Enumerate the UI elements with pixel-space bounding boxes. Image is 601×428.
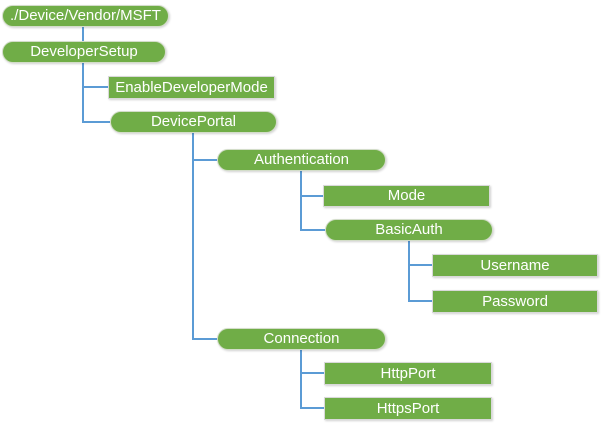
node-basicauth: BasicAuth <box>325 219 493 241</box>
node-authentication: Authentication <box>217 149 386 171</box>
connector-branch-httpsport <box>300 407 325 409</box>
node-connection: Connection <box>217 328 386 350</box>
node-password: Password <box>432 290 598 313</box>
connector-trunk-authentication <box>300 171 302 231</box>
connector-branch-mode <box>300 195 324 197</box>
node-deviceportal: DevicePortal <box>110 111 277 133</box>
connector-branch-authentication <box>192 159 218 161</box>
connector-branch-connection <box>192 338 218 340</box>
connector-trunk-connection <box>300 350 302 409</box>
connector-trunk-basicauth <box>408 241 410 302</box>
connector-branch-deviceportal <box>82 121 110 123</box>
connector-trunk-developersetup <box>82 62 84 123</box>
node-username: Username <box>432 254 598 277</box>
connector-branch-enabledevelopermode <box>82 86 108 88</box>
connector-branch-password <box>408 300 433 302</box>
node-developersetup: DeveloperSetup <box>2 41 166 63</box>
connector-branch-username <box>408 264 433 266</box>
connector-branch-basicauth <box>300 229 326 231</box>
node-httpsport: HttpsPort <box>324 397 492 420</box>
connector-trunk-deviceportal <box>192 133 194 340</box>
node-httpport: HttpPort <box>324 362 492 385</box>
node-mode: Mode <box>323 185 490 207</box>
connector-root-developersetup <box>82 27 84 41</box>
node-enabledevelopermode: EnableDeveloperMode <box>108 76 275 99</box>
node-root: ./Device/Vendor/MSFT <box>2 5 169 27</box>
connector-branch-httpport <box>300 372 325 374</box>
